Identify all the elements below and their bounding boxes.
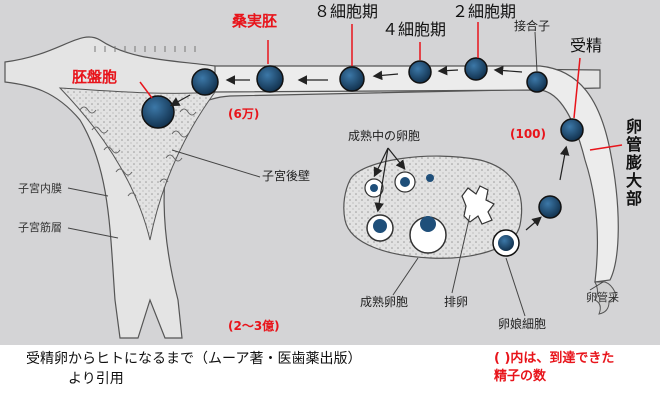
- label-endometrium: 子宮内膜: [18, 182, 62, 195]
- four-cell-embryo: [408, 60, 432, 84]
- fertilization-cell: [560, 118, 584, 142]
- zygote-cell: [526, 71, 548, 93]
- released-oocyte-core: [498, 235, 514, 251]
- fimbriae-shape: [594, 281, 616, 315]
- caption-line2: より引用: [68, 371, 124, 387]
- uterine-cavity: [58, 87, 217, 241]
- label-count-200m: (2〜3億): [228, 319, 280, 333]
- note-line1: ( )内は、到達できた: [494, 351, 615, 366]
- eight-cell-embryo: [339, 66, 365, 92]
- morula-cell: [256, 65, 284, 93]
- label-fimbriae: 卵管采: [586, 291, 619, 304]
- blastocyst-implanted: [141, 95, 175, 129]
- label-mature-follicle: 成熟卵胞: [360, 295, 409, 309]
- embryo-cells: [141, 57, 584, 257]
- label-zygote: 接合子: [514, 19, 551, 33]
- oocyte-in-tube: [538, 195, 562, 219]
- label-four-cell: ４細胞期: [382, 20, 447, 39]
- follicle-label-arrows: [373, 147, 406, 213]
- label-uterine-back-wall: 子宮後壁: [262, 169, 311, 183]
- blastocyst-cell: [191, 68, 219, 96]
- label-eight-cell: ８細胞期: [314, 2, 379, 21]
- migration-arrows: [169, 65, 570, 231]
- label-ampulla: 卵管膨大部: [626, 117, 643, 208]
- fundus-glands: [94, 46, 196, 52]
- label-count-60k: (6万): [228, 107, 260, 121]
- note-line2: 精子の数: [494, 369, 547, 384]
- ruptured-follicle: [461, 185, 495, 225]
- label-ovulation: 排卵: [444, 295, 469, 309]
- follicles: [364, 171, 447, 254]
- label-morula: 桑実胚: [232, 12, 278, 30]
- label-count-100: (100): [510, 127, 547, 141]
- endometrial-glands: [79, 106, 197, 197]
- label-blastocyst: 胚盤胞: [72, 68, 118, 86]
- label-two-cell: ２細胞期: [452, 2, 517, 21]
- caption-line1: 受精卵からヒトになるまで（ムーア著・医歯薬出版）: [26, 351, 362, 367]
- label-myometrium: 子宮筋層: [18, 221, 62, 234]
- label-maturing-follicle: 成熟中の卵胞: [348, 129, 421, 143]
- label-oocyte: 卵娘細胞: [498, 317, 547, 331]
- red-leaders: [139, 22, 623, 151]
- black-leaders: [67, 31, 604, 317]
- label-fertilization: 受精: [570, 36, 603, 55]
- two-cell-embryo: [464, 57, 488, 81]
